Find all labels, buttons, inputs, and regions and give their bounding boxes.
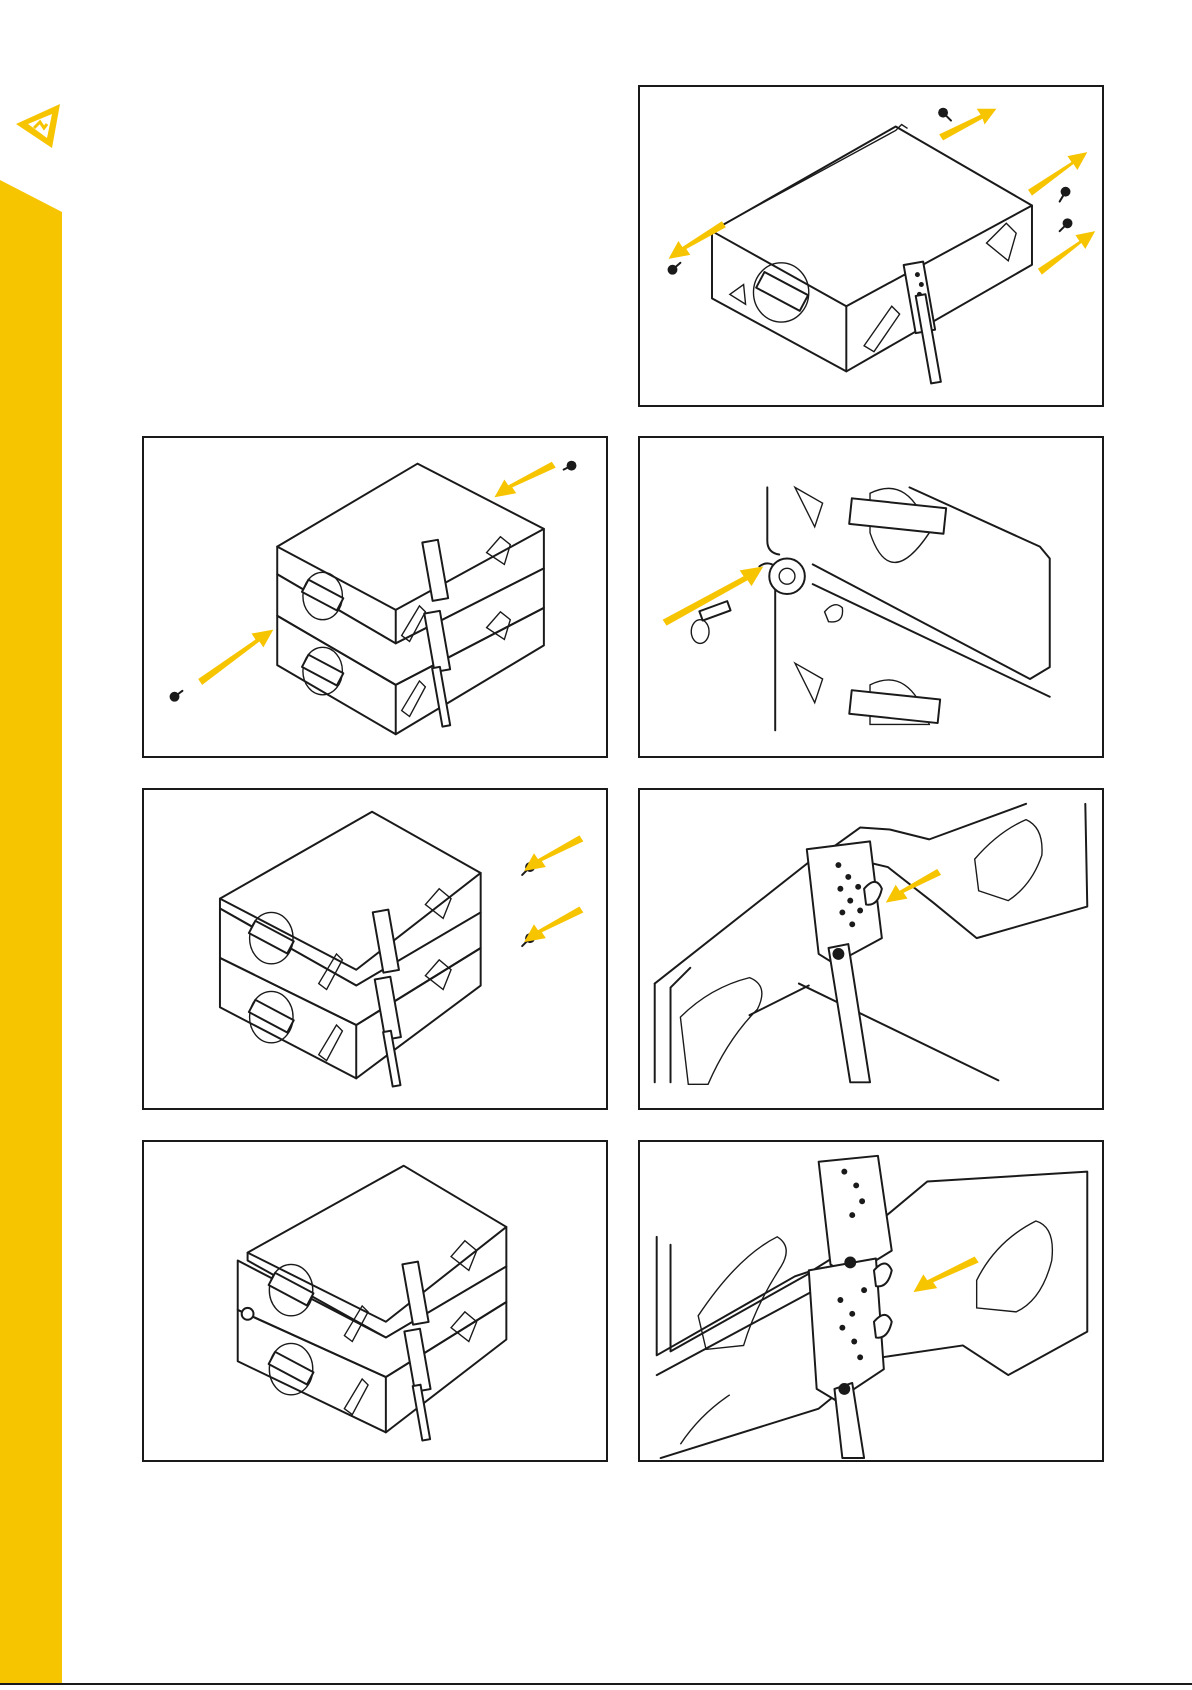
cabinet-icon [277, 464, 544, 735]
panel-5-detail-rigging [638, 788, 1104, 1110]
yellow-sidebar [0, 0, 62, 1685]
panel-2-insert-pins [142, 436, 608, 758]
cabinet-icon [220, 812, 481, 1087]
brand-logo-icon [12, 100, 62, 152]
cabinet-icon [712, 125, 1032, 384]
sidebar-band [0, 0, 62, 1685]
panel-3-detail-front-pin [638, 436, 1104, 758]
arrow-icon [913, 1257, 978, 1293]
rigging-bar-icon [807, 841, 882, 1082]
panel-4-rear-pins [142, 788, 608, 1110]
panel-7-detail-lock [638, 1140, 1104, 1462]
cabinet-detail [759, 487, 1049, 730]
panel-1-remove-pins [638, 85, 1104, 407]
rigging-bar-icon [809, 1156, 892, 1458]
arrow-icon [524, 835, 583, 942]
panel-6-assembled [142, 1140, 608, 1462]
cabinet-icon [238, 1166, 507, 1441]
arrow-icon [886, 869, 941, 903]
